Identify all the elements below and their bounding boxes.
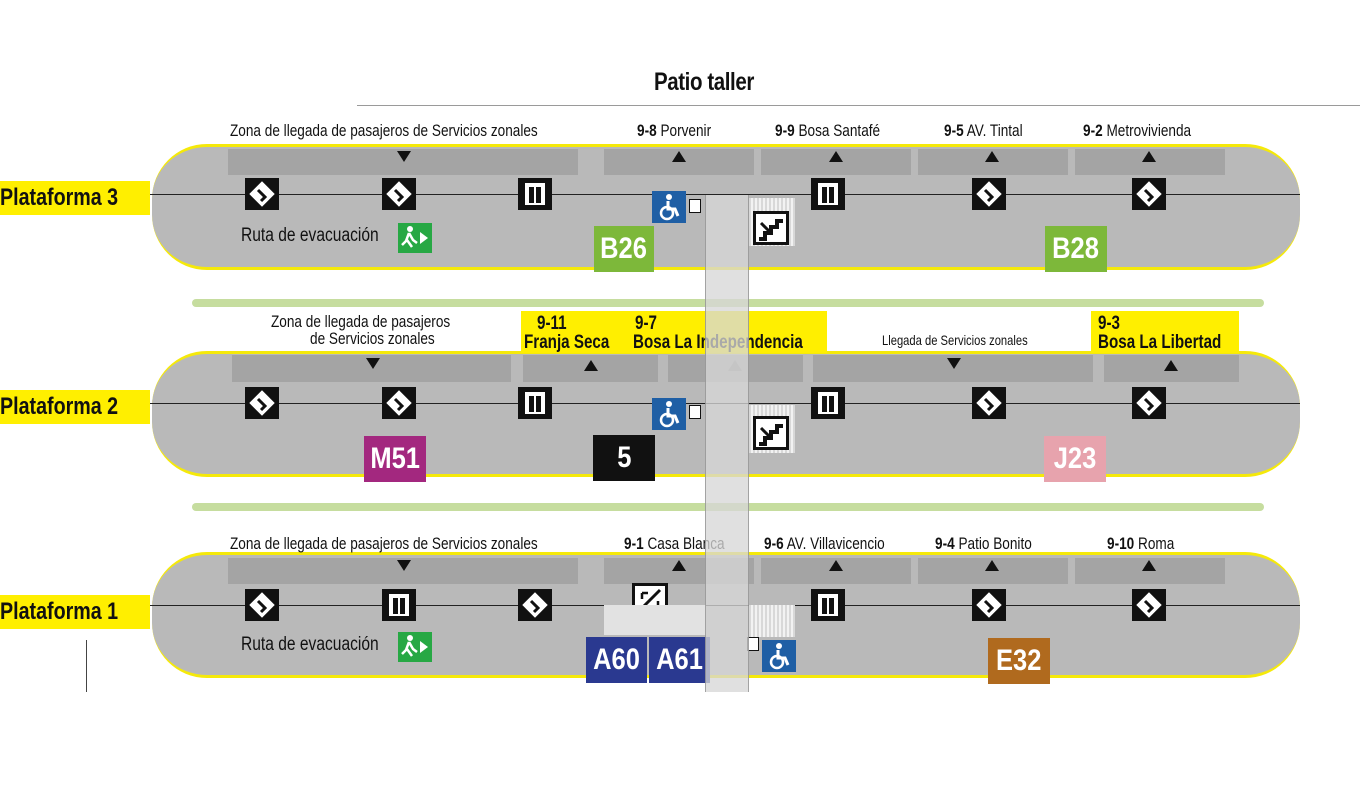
map-title: Patio taller [654, 68, 754, 96]
route-badge-a60: A60 [586, 637, 647, 683]
elevator-icon [518, 387, 552, 419]
wheelchair-icon [652, 398, 686, 430]
platform-1-dest-3: 9-4 Patio Bonito [935, 534, 1032, 553]
platform-2-dest-93: 9-3 Bosa La Libertad [1091, 311, 1239, 353]
bus-door-icon [1132, 387, 1166, 419]
platform-3-zone-text: Zona de llegada de pasajeros de Servicio… [230, 121, 538, 140]
platform-1-dest-2: 9-6 AV. Villavicencio [764, 534, 885, 553]
arrival-arrow-icon [366, 358, 380, 369]
elevator-icon [811, 178, 845, 210]
platform-2-dest-911: 9-11 Franja Seca [521, 311, 631, 353]
platform-3-dest-3: 9-5 AV. Tintal [944, 121, 1023, 140]
platform-2-label: Plataforma 2 [0, 390, 151, 424]
stairs-icon [753, 416, 789, 450]
bus-door-icon [972, 178, 1006, 210]
boarding-arrow-icon [672, 560, 686, 571]
platform-3-label: Plataforma 3 [0, 181, 151, 215]
bus-door-icon [382, 387, 416, 419]
elevator-icon [518, 178, 552, 210]
route-badge-b28: B28 [1045, 226, 1107, 272]
elevator-call-icon [689, 405, 701, 419]
bus-door-icon [245, 387, 279, 419]
boarding-arrow-icon [672, 151, 686, 162]
pedestrian-bridge [705, 195, 749, 692]
route-badge-e32: E32 [988, 638, 1050, 684]
platform-1-dest-4: 9-10 Roma [1107, 534, 1175, 553]
boarding-arrow-icon [1142, 151, 1156, 162]
platform-1-label: Plataforma 1 [0, 595, 151, 629]
elevator-icon [382, 589, 416, 621]
platform-3-rail [140, 194, 1300, 195]
bus-door-icon [245, 178, 279, 210]
boarding-arrow-icon [985, 151, 999, 162]
emergency-exit-icon [398, 632, 432, 662]
route-badge-m51: M51 [364, 436, 426, 482]
boarding-arrow-icon [1142, 560, 1156, 571]
boarding-arrow-icon [829, 151, 843, 162]
boarding-arrow-icon [584, 360, 598, 371]
platform-1-evacuation-text: Ruta de evacuación [241, 634, 379, 655]
platform-2-zone-text: Zona de llegada de pasajeros de Servicio… [271, 312, 451, 348]
elevator-call-icon [689, 199, 701, 213]
platform-1-stair-area [604, 605, 706, 635]
elevator-icon [811, 589, 845, 621]
title-divider [357, 105, 1360, 106]
arrival-arrow-icon [947, 358, 961, 369]
platform-1-zone-text: Zona de llegada de pasajeros de Servicio… [230, 534, 538, 553]
platform-3-dest-4: 9-2 Metrovivienda [1083, 121, 1192, 140]
bus-door-icon [972, 387, 1006, 419]
boarding-arrow-icon [985, 560, 999, 571]
route-badge-j23: J23 [1044, 436, 1106, 482]
platform-3-dest-1: 9-8 Porvenir [637, 121, 712, 140]
platform-3-evacuation-text: Ruta de evacuación [241, 225, 379, 246]
platform-1-marker-line [86, 640, 87, 692]
bus-door-icon [972, 589, 1006, 621]
arrival-arrow-icon [397, 151, 411, 162]
stairs-hatch [749, 605, 795, 637]
wheelchair-icon [652, 191, 686, 223]
route-badge-b26: B26 [594, 226, 654, 272]
boarding-arrow-icon [1164, 360, 1178, 371]
stairs-icon [753, 211, 789, 245]
bus-door-icon [382, 178, 416, 210]
elevator-icon [811, 387, 845, 419]
arrival-arrow-icon [397, 560, 411, 571]
platform-2-arrival-text: Llegada de Servicios zonales [882, 332, 1028, 348]
bus-door-icon [245, 589, 279, 621]
route-badge-5: 5 [593, 435, 655, 481]
bus-door-icon [1132, 178, 1166, 210]
route-badge-a61: A61 [649, 637, 710, 683]
wheelchair-icon [762, 640, 796, 672]
emergency-exit-icon [398, 223, 432, 253]
bus-door-icon [518, 589, 552, 621]
bus-door-icon [1132, 589, 1166, 621]
platform-3-dest-2: 9-9 Bosa Santafé [775, 121, 881, 140]
boarding-arrow-icon [829, 560, 843, 571]
